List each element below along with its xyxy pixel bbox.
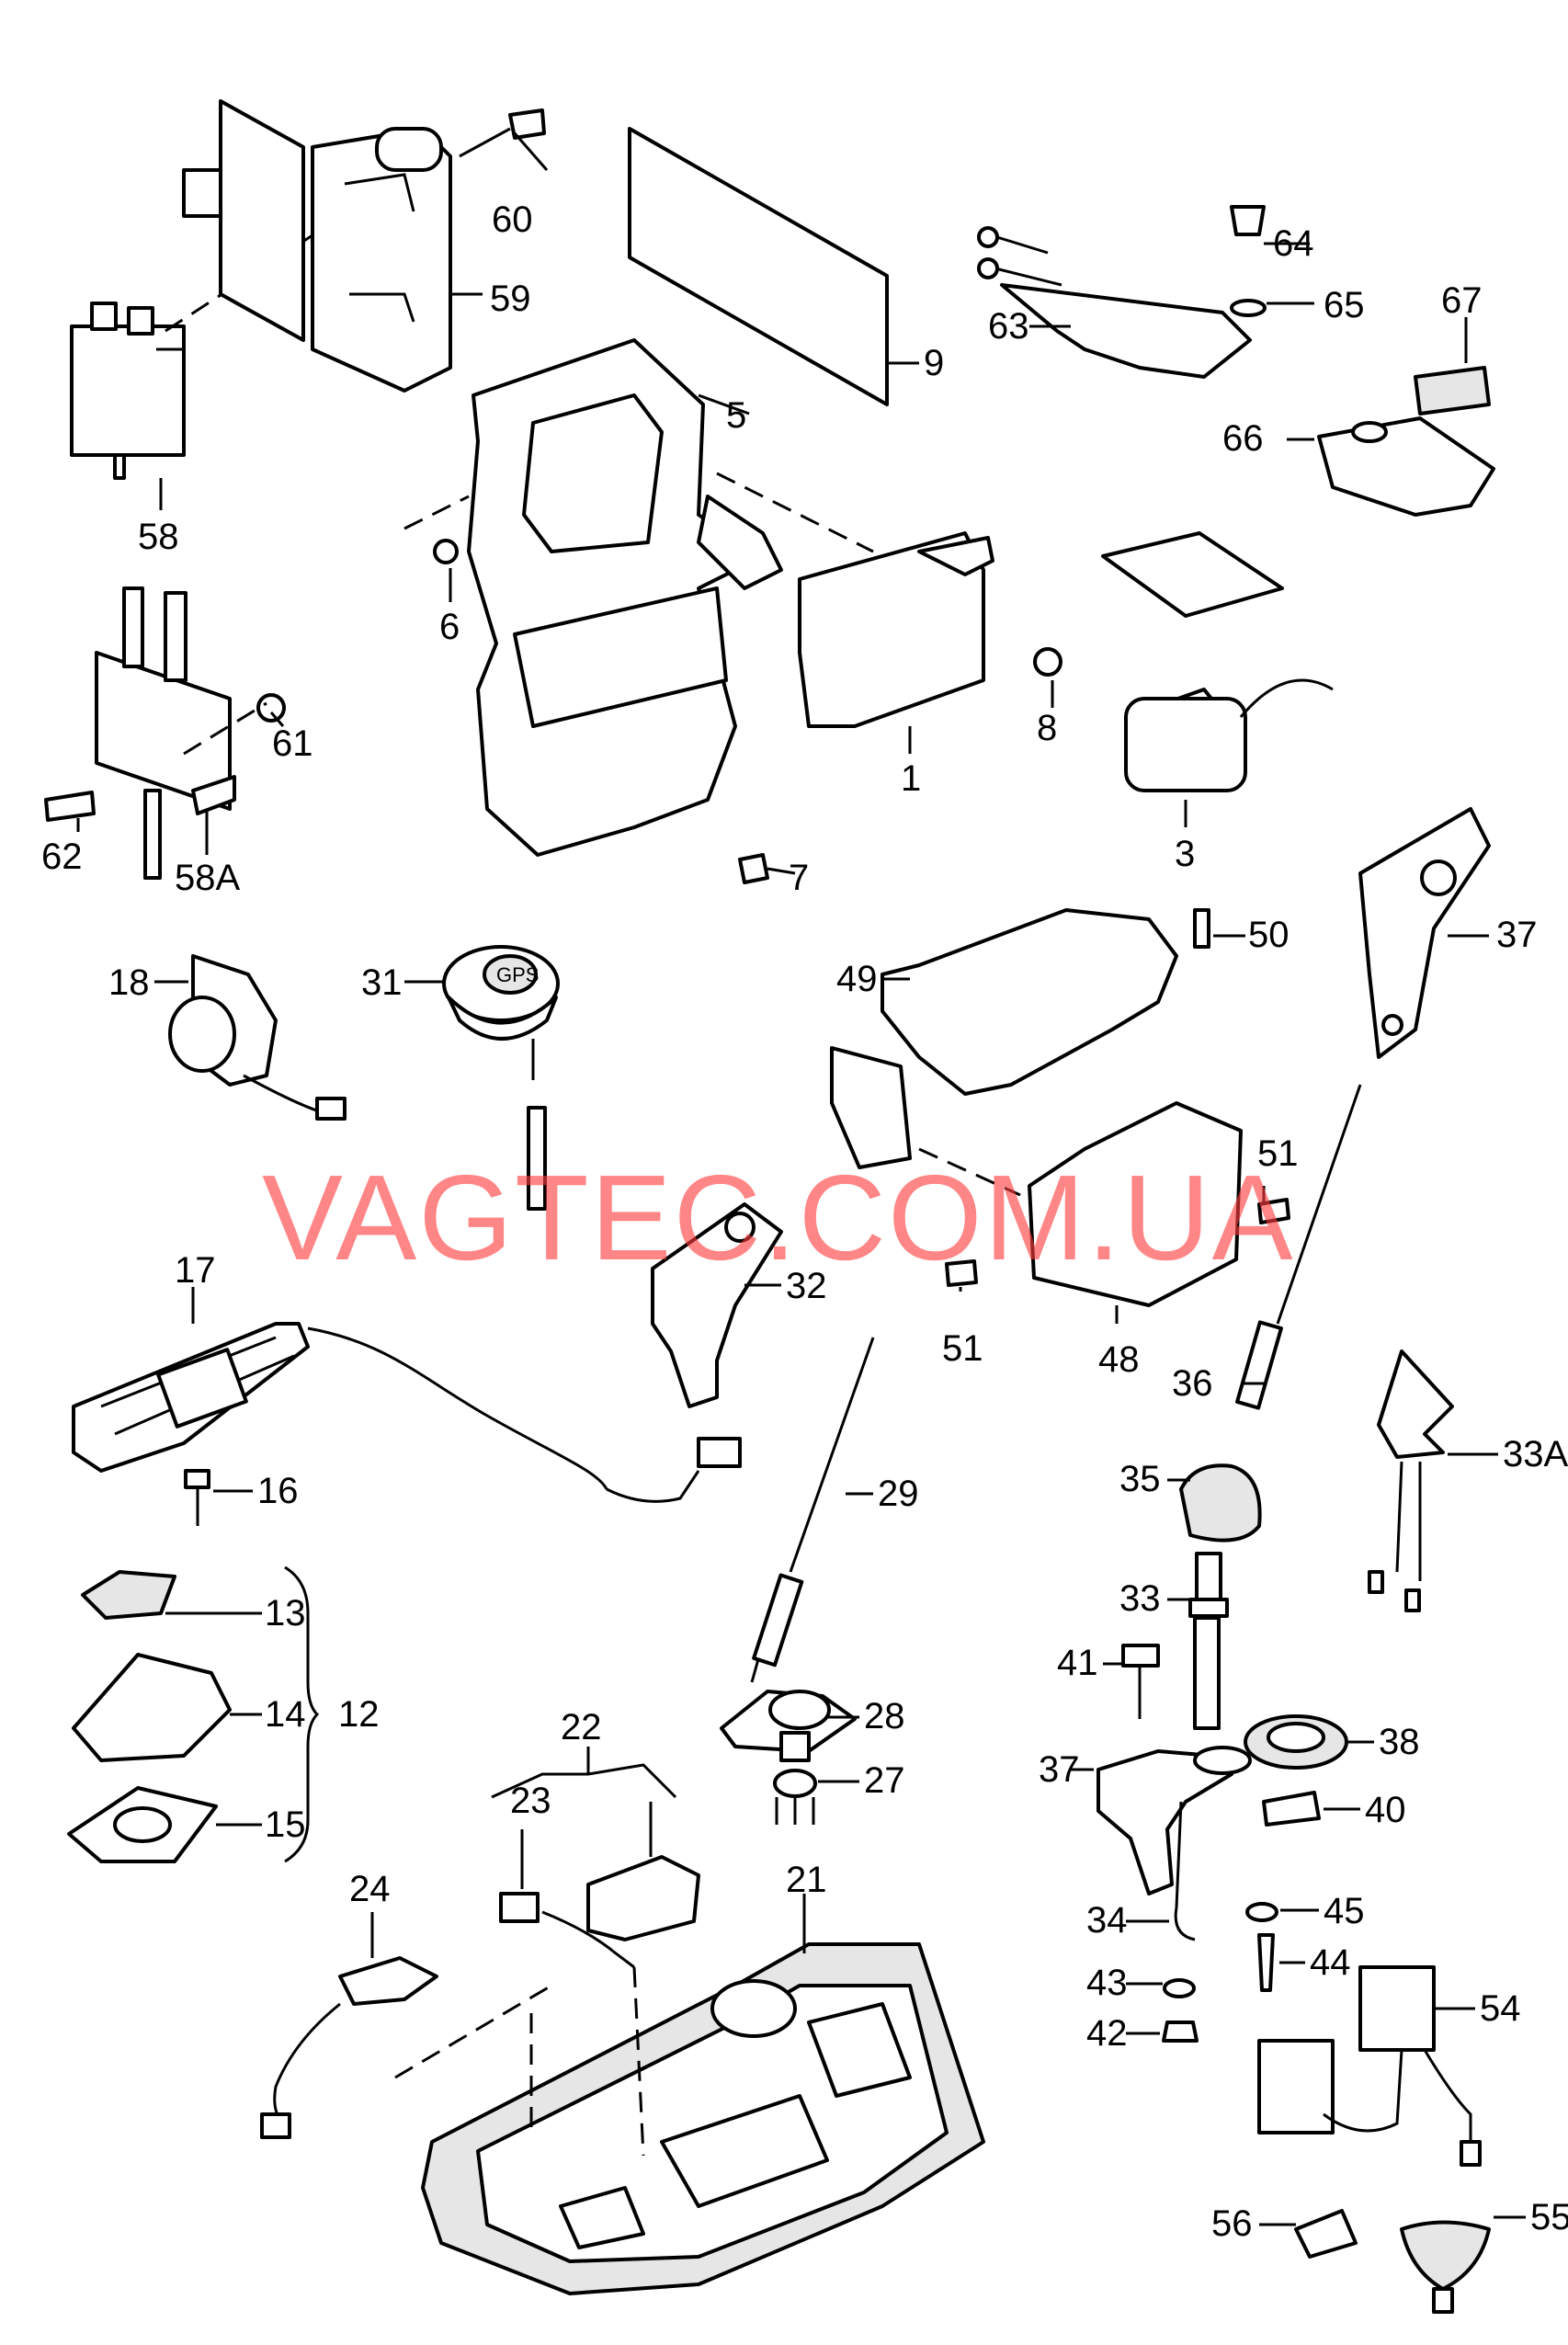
part-36-antenna-rod	[1235, 1084, 1362, 1410]
label-51-left: 51	[942, 1328, 983, 1369]
label-18: 18	[108, 962, 150, 1003]
callout-labels: 60 59 58 9 5 6 8 1 7 61 62 58A 64 65 63 …	[41, 199, 1568, 2244]
label-34: 34	[1086, 1900, 1128, 1941]
part-32-bracket	[651, 1202, 783, 1408]
label-45: 45	[1324, 1891, 1365, 1931]
label-24: 24	[349, 1869, 391, 1909]
label-7: 7	[789, 858, 809, 898]
part-5-bracket	[467, 338, 783, 857]
part-60-bolt	[459, 108, 546, 158]
label-63: 63	[988, 306, 1029, 347]
part-15-plate	[67, 1786, 218, 1863]
gps-badge: GPS	[496, 963, 539, 986]
part-54-module	[1257, 1965, 1482, 2167]
label-66: 66	[1222, 418, 1264, 459]
part-59-bracket	[182, 99, 452, 393]
label-58: 58	[138, 517, 179, 557]
label-33A: 33A	[1503, 1434, 1568, 1474]
part-66-holder	[1317, 416, 1495, 517]
label-9: 9	[924, 343, 944, 383]
part-22-module	[541, 1802, 700, 1969]
label-27: 27	[864, 1760, 905, 1801]
label-37-upper: 37	[1496, 915, 1538, 955]
label-14: 14	[265, 1694, 306, 1735]
label-16: 16	[257, 1471, 299, 1511]
label-58A: 58A	[175, 858, 240, 898]
label-5: 5	[726, 395, 746, 436]
part-33A-roof-antenna	[1368, 1349, 1454, 1612]
part-21-roof-console	[421, 1942, 985, 2295]
label-44: 44	[1310, 1942, 1351, 1983]
label-29: 29	[878, 1474, 919, 1514]
part-58-module	[70, 302, 186, 480]
label-17: 17	[175, 1250, 216, 1291]
label-54: 54	[1480, 1988, 1521, 2029]
label-21: 21	[786, 1860, 827, 1900]
label-38: 38	[1379, 1722, 1420, 1762]
label-3: 3	[1175, 834, 1195, 874]
part-55-speaker	[1400, 2220, 1491, 2314]
part-9-pad	[628, 127, 889, 406]
label-61: 61	[272, 723, 313, 764]
label-41: 41	[1057, 1643, 1098, 1683]
label-28: 28	[864, 1696, 905, 1736]
part-28-antenna-base	[720, 1690, 857, 1762]
label-31: 31	[361, 962, 403, 1003]
label-32: 32	[786, 1266, 827, 1306]
label-62: 62	[41, 837, 83, 877]
part-37-bracket-upper	[1358, 807, 1491, 1059]
label-64: 64	[1273, 223, 1314, 264]
label-6: 6	[439, 607, 460, 647]
label-36: 36	[1172, 1363, 1213, 1404]
part-48-control-unit	[1028, 1101, 1243, 1307]
part-13-cover	[81, 1570, 176, 1620]
label-37-lower: 37	[1039, 1749, 1080, 1790]
part-1-control-unit	[798, 531, 994, 728]
part-49-bracket	[830, 908, 1178, 1169]
label-48: 48	[1098, 1339, 1140, 1380]
label-33: 33	[1119, 1578, 1161, 1619]
part-35-cap	[1179, 1463, 1262, 1542]
part-58A-module	[95, 586, 236, 880]
part-27-connector	[773, 1769, 817, 1825]
part-33-antenna-base	[1188, 1552, 1229, 1730]
label-40: 40	[1365, 1790, 1406, 1830]
part-63-module	[977, 226, 1252, 379]
part-3-sensor	[1101, 531, 1334, 792]
part-17-handset	[72, 1322, 310, 1473]
label-23: 23	[510, 1781, 551, 1821]
label-13: 13	[265, 1593, 306, 1634]
part-29-antenna-rod	[750, 1337, 875, 1683]
label-65: 65	[1324, 285, 1365, 325]
label-15: 15	[265, 1804, 306, 1845]
label-42: 42	[1086, 2013, 1128, 2054]
label-22: 22	[561, 1707, 602, 1747]
part-23-module	[499, 1829, 540, 1923]
label-12: 12	[338, 1694, 380, 1735]
label-50: 50	[1248, 915, 1290, 955]
part-37-bracket-lower	[1096, 1746, 1252, 1895]
label-55: 55	[1530, 2197, 1568, 2237]
label-59: 59	[490, 279, 531, 319]
part-24-switch	[260, 1956, 438, 2139]
label-60: 60	[492, 199, 533, 240]
label-56: 56	[1211, 2203, 1253, 2244]
watermark: VAGTEC.COM.UA	[262, 1150, 1295, 1285]
part-31-gps-antenna: GPS	[442, 945, 560, 1211]
part-14-holder	[72, 1653, 232, 1762]
label-49: 49	[836, 959, 878, 999]
label-1: 1	[901, 758, 921, 799]
label-67: 67	[1441, 280, 1483, 321]
label-8: 8	[1037, 708, 1057, 748]
label-35: 35	[1119, 1459, 1161, 1499]
label-43: 43	[1086, 1963, 1128, 2003]
part-18-microphone	[168, 954, 347, 1121]
part-38-ring	[1244, 1714, 1348, 1770]
label-51-right: 51	[1257, 1133, 1299, 1174]
